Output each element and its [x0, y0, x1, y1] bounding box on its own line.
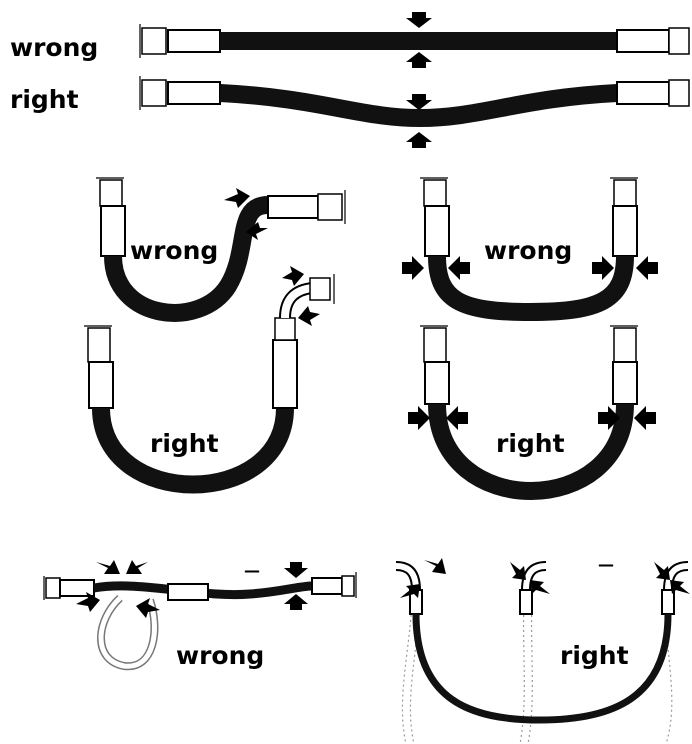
hose-u-bend-tight: [428, 255, 634, 322]
elbow-fitting: [665, 563, 689, 591]
hose-s-bend: [104, 196, 270, 322]
arrow-icon: [424, 558, 446, 574]
hose-fitting-icon: [100, 205, 126, 257]
label-wrong-1: wrong: [10, 33, 98, 62]
hose-fitting-icon: [317, 193, 343, 221]
hose-fitting-icon: [519, 589, 533, 615]
arrow-icon: [654, 562, 670, 580]
hose-fitting-icon: [616, 29, 670, 53]
hose-fitting-icon: [167, 81, 221, 105]
arrow-icon: [400, 584, 420, 598]
arrow-icon: [446, 406, 468, 430]
label-right-1: right: [10, 85, 79, 114]
arrow-icon: [448, 256, 470, 280]
u-bend-elbow-hose-right: right: [84, 266, 335, 494]
arrow-icon: [598, 406, 620, 430]
arrow-icon: [246, 222, 268, 240]
hose-fitting-icon: [141, 79, 167, 107]
u-bend-hose-right: right: [408, 325, 656, 500]
hose-slack: [219, 84, 618, 128]
dash-mark-2: —: [598, 555, 614, 574]
hose-u-bend-wide: [428, 403, 634, 500]
arrow-icon: [282, 266, 304, 286]
hose-fitting-icon: [274, 317, 296, 341]
hose-sweep: [412, 613, 672, 724]
elbow-hose-right: — right: [395, 555, 690, 744]
arrow-icon: [636, 256, 658, 280]
arrow-icon: [224, 188, 250, 208]
hose-fitting-icon: [99, 179, 123, 207]
hose-fitting-icon: [616, 81, 670, 105]
arrow-icon: [284, 594, 308, 610]
arrow-icon: [670, 580, 690, 594]
arrow-icon: [136, 598, 160, 618]
arrow-icon: [406, 132, 432, 148]
arrow-icon: [634, 406, 656, 430]
arrow-icon: [406, 12, 432, 28]
dash-mark-1: —: [244, 561, 260, 580]
hose-fitting-icon: [612, 361, 638, 405]
hose-fitting-icon: [424, 361, 450, 405]
straight-hose-right: right: [10, 76, 690, 148]
arrow-icon: [284, 562, 308, 578]
hose-fitting-icon: [668, 79, 690, 107]
straight-hose-wrong: wrong: [10, 12, 690, 68]
arrow-icon: [76, 592, 100, 612]
s-bend-hose-wrong: wrong: [96, 177, 346, 322]
label-wrong-4: wrong: [176, 641, 264, 670]
hose-twisted: [93, 581, 313, 600]
label-wrong-2: wrong: [130, 236, 218, 265]
arrow-icon: [96, 560, 120, 574]
hose-fitting-icon: [612, 205, 638, 257]
arrow-icon: [402, 256, 424, 280]
hose-fitting-icon: [87, 327, 111, 363]
arrow-icon: [298, 306, 320, 326]
arrow-icon: [530, 580, 550, 594]
hose-fitting-icon: [668, 27, 690, 55]
hose-fitting-icon: [423, 327, 447, 363]
hose-loop: [98, 596, 157, 669]
twisted-hose-wrong: — wrong: [43, 560, 357, 671]
label-wrong-3: wrong: [484, 236, 572, 265]
arrow-icon: [406, 94, 432, 110]
arrow-icon: [592, 256, 614, 280]
label-right-3: right: [496, 429, 565, 458]
hose-fitting-icon: [267, 195, 319, 219]
hose-fitting-icon: [272, 339, 298, 409]
elbow-fitting: [281, 284, 313, 319]
arrow-icon: [406, 52, 432, 68]
hose-fitting-icon: [59, 579, 95, 597]
hose-fitting-icon: [167, 29, 221, 53]
hose-fitting-icon: [309, 277, 331, 301]
hose-fitting-icon: [424, 205, 450, 257]
arrow-icon: [126, 560, 148, 574]
hose-taut: [220, 32, 617, 50]
hose-fitting-icon: [88, 361, 114, 409]
label-right-2: right: [150, 429, 219, 458]
elbow-fitting: [523, 563, 547, 591]
hose-fitting-icon: [167, 583, 209, 601]
label-right-4: right: [560, 641, 629, 670]
hose-fitting-icon: [311, 577, 343, 595]
ghost-hose: [401, 599, 413, 744]
hose-fitting-icon: [423, 179, 447, 207]
hose-fitting-icon: [613, 179, 637, 207]
u-bend-hose-wrong: wrong: [402, 177, 658, 322]
hose-fitting-icon: [141, 27, 167, 55]
hose-fitting-icon: [613, 327, 637, 363]
label-bg: [128, 232, 224, 264]
hose-fitting-icon: [341, 575, 355, 597]
arrow-icon: [408, 406, 430, 430]
hose-fitting-icon: [45, 577, 61, 599]
hose-u-bend: [92, 407, 294, 494]
arrow-icon: [510, 562, 526, 580]
